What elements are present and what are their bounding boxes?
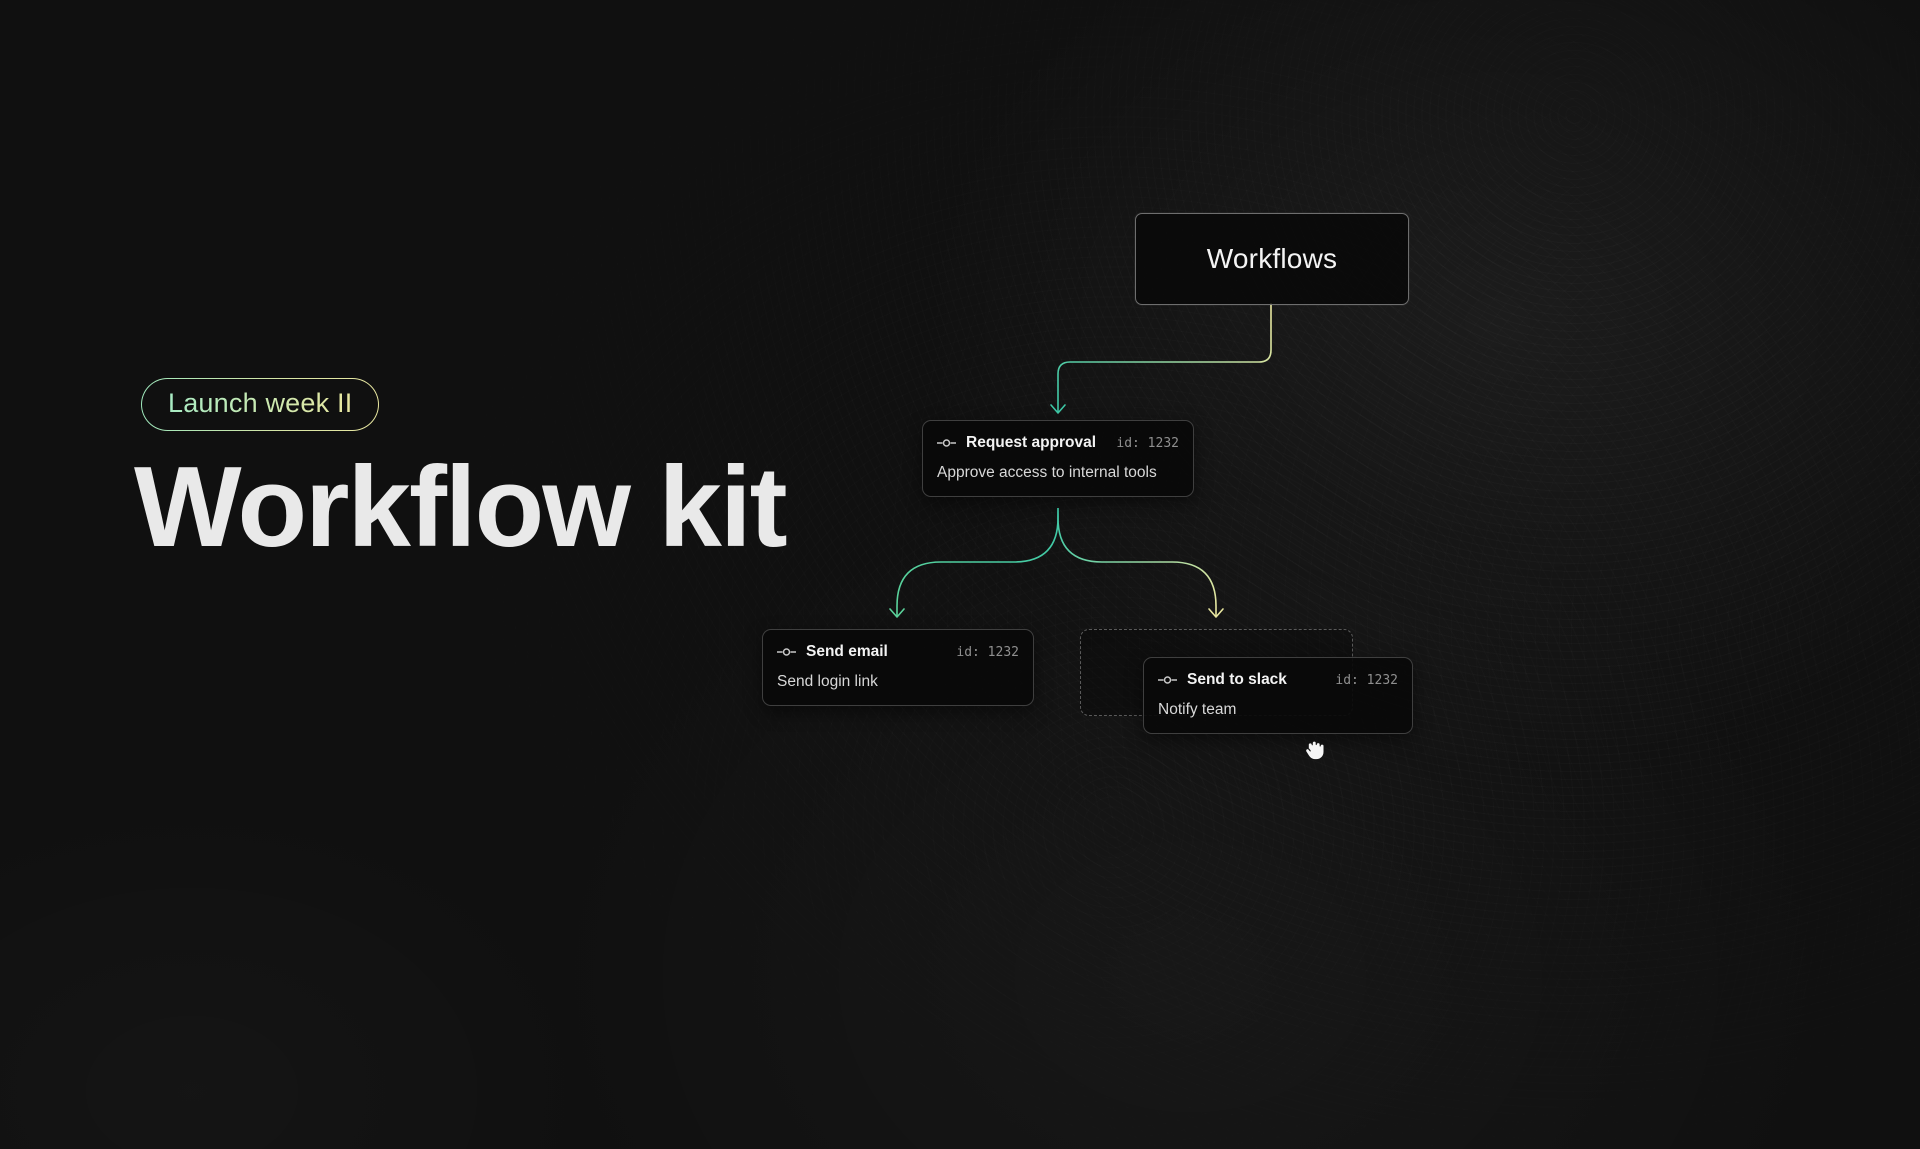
launch-week-badge: Launch week II xyxy=(141,378,380,431)
node-title: Send to slack xyxy=(1187,671,1287,688)
launch-week-badge-label: Launch week II xyxy=(168,388,353,418)
edge-request-to-slack xyxy=(1057,508,1217,616)
node-connector-icon xyxy=(1158,675,1178,685)
node-title: Request approval xyxy=(966,434,1097,451)
arrowhead-slack xyxy=(1208,608,1224,618)
workflows-root-label: Workflows xyxy=(1206,243,1338,274)
arrowhead-request xyxy=(1050,404,1066,414)
node-send-email[interactable]: Send email id: 1232 Send login link xyxy=(762,629,1034,706)
edge-request-to-email xyxy=(896,508,1059,616)
node-description: Approve access to internal tools xyxy=(937,464,1157,481)
workflows-root-node[interactable]: Workflows xyxy=(1135,213,1409,305)
page-title: Workflow kit xyxy=(134,444,788,571)
node-description: Notify team xyxy=(1158,701,1237,718)
node-header: Send email id: 1232 xyxy=(777,643,1019,661)
grabbing-hand-cursor-icon xyxy=(1300,733,1330,763)
node-description: Send login link xyxy=(777,673,878,690)
node-connector-icon xyxy=(777,647,797,657)
node-id: id: 1232 xyxy=(1116,435,1179,451)
node-id: id: 1232 xyxy=(1335,672,1398,688)
edge-root-to-request xyxy=(1057,303,1272,412)
node-title: Send email xyxy=(806,643,888,660)
node-id: id: 1232 xyxy=(956,644,1019,660)
arrowhead-email xyxy=(889,608,905,618)
node-connector-icon xyxy=(937,438,957,448)
launch-week-badge-inner: Launch week II xyxy=(142,379,379,430)
node-header: Request approval id: 1232 xyxy=(937,434,1179,452)
node-header: Send to slack id: 1232 xyxy=(1158,671,1398,689)
node-send-to-slack[interactable]: Send to slack id: 1232 Notify team xyxy=(1143,657,1413,734)
node-request-approval[interactable]: Request approval id: 1232 Approve access… xyxy=(922,420,1194,497)
